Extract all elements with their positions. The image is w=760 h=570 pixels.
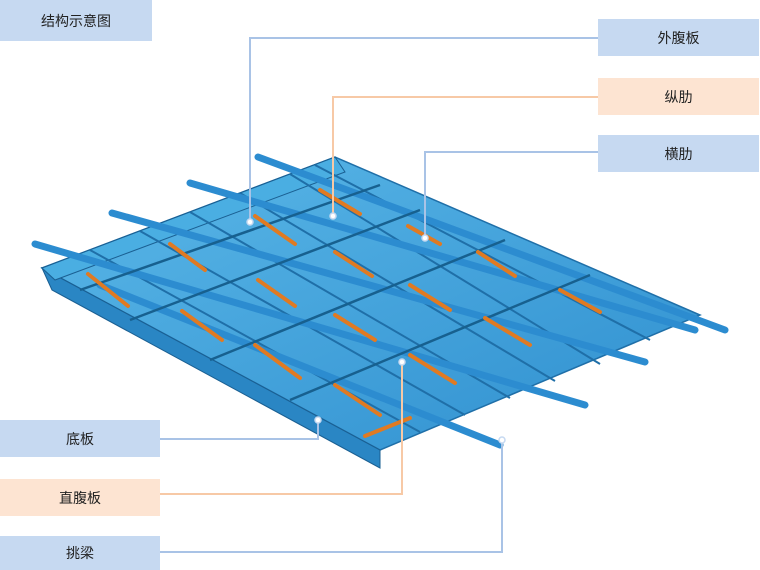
cantilever-beams xyxy=(31,153,729,449)
leader-straight-web xyxy=(160,362,403,495)
outer-web-left xyxy=(40,266,381,469)
leader-transverse-rib xyxy=(424,151,598,237)
label-outer-web: 外腹板 xyxy=(598,19,759,56)
diagram-title: 结构示意图 xyxy=(0,0,152,41)
leader-longitudinal-rib xyxy=(332,96,598,215)
transverse-webs xyxy=(79,183,591,402)
leader-lines xyxy=(160,37,598,553)
leader-outer-web xyxy=(249,37,598,220)
label-bottom-plate: 底板 xyxy=(0,420,160,457)
label-straight-web: 直腹板 xyxy=(0,479,160,516)
leader-dots xyxy=(246,212,506,444)
label-cantilever-beam: 挑梁 xyxy=(0,536,160,570)
leader-bottom-plate xyxy=(160,420,319,440)
leader-cantilever-beam xyxy=(160,440,503,553)
label-longitudinal-rib: 纵肋 xyxy=(598,78,759,115)
label-transverse-rib: 横肋 xyxy=(598,135,759,172)
